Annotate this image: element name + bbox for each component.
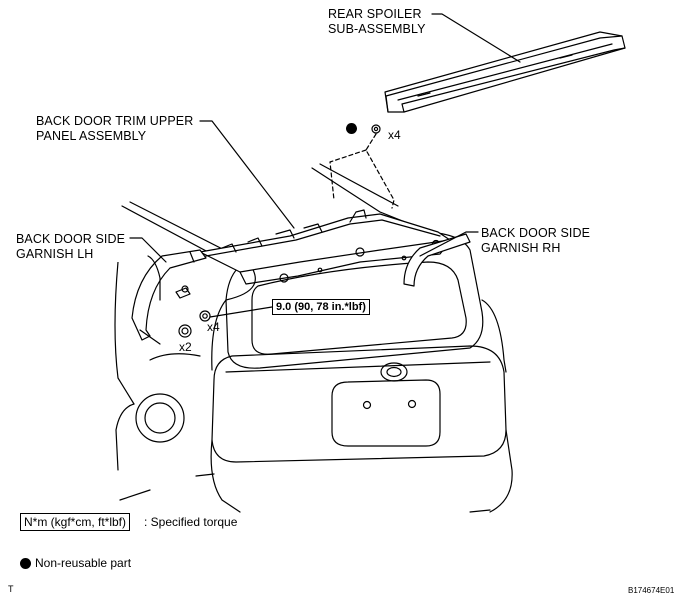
qty-spoiler-fasteners: x4 <box>388 128 401 142</box>
label-garnish-rh-line2: GARNISH RH <box>481 241 561 255</box>
label-garnish-rh-line1: BACK DOOR SIDE <box>481 226 591 240</box>
label-garnish-lh-line1: BACK DOOR SIDE <box>16 232 126 246</box>
torque-spec-box: 9.0 (90, 78 in.*lbf) <box>272 299 370 315</box>
label-rear-spoiler: REAR SPOILER SUB-ASSEMBLY <box>328 7 426 37</box>
garnish-rh-shape <box>403 233 471 287</box>
legend-nonreusable-text: Non-reusable part <box>35 556 132 570</box>
legend-torque-text: : Specified torque <box>144 515 238 529</box>
garnish-lh-shape <box>131 249 207 345</box>
trim-bolt-icon <box>199 310 211 322</box>
label-back-door-trim-line1: BACK DOOR TRIM UPPER <box>36 114 194 128</box>
leader-rear-spoiler <box>431 13 521 63</box>
vehicle-body-shape <box>114 163 513 513</box>
footer-left-mark: T <box>8 584 14 594</box>
legend-torque-box: N*m (kgf*cm, ft*lbf) <box>20 513 131 531</box>
footer-figure-id: B174674E01 <box>628 586 675 595</box>
legend-nonreusable-dot <box>20 558 31 569</box>
install-dashed-lines <box>329 133 395 209</box>
qty-trim-bolts: x4 <box>207 320 220 334</box>
label-garnish-rh: BACK DOOR SIDE GARNISH RH <box>481 226 591 256</box>
qty-garnish-clips: x2 <box>179 340 192 354</box>
label-rear-spoiler-line1: REAR SPOILER <box>328 7 422 21</box>
garnish-bolt-icon <box>175 285 191 299</box>
rear-spoiler-shape <box>384 31 626 113</box>
leader-trim-panel <box>199 120 295 229</box>
nonreusable-marker-dot <box>346 123 357 134</box>
label-back-door-trim: BACK DOOR TRIM UPPER PANEL ASSEMBLY <box>36 114 194 144</box>
label-back-door-trim-line2: PANEL ASSEMBLY <box>36 129 147 143</box>
garnish-clip-icon <box>178 324 192 338</box>
leader-garnish-lh <box>129 237 167 263</box>
label-rear-spoiler-line2: SUB-ASSEMBLY <box>328 22 426 36</box>
spoiler-clip-icon <box>371 124 381 134</box>
trim-upper-panel-shape <box>199 209 451 285</box>
leader-torque <box>209 306 273 318</box>
leader-garnish-rh <box>419 231 479 257</box>
label-garnish-lh: BACK DOOR SIDE GARNISH LH <box>16 232 126 262</box>
label-garnish-lh-line2: GARNISH LH <box>16 247 94 261</box>
